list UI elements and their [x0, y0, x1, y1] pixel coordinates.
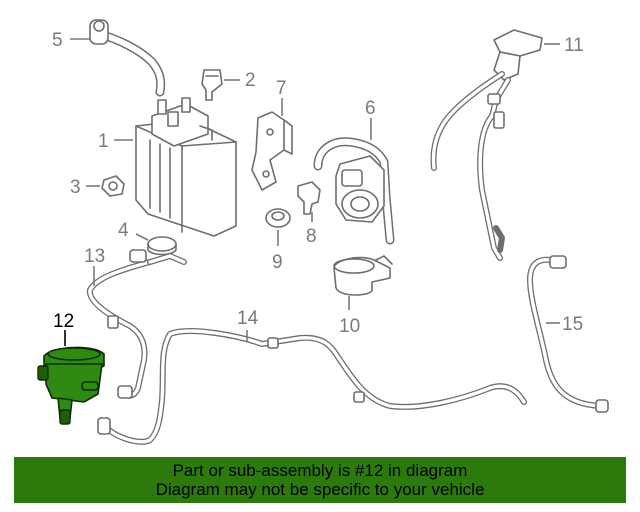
callout-14[interactable]: 14 — [237, 308, 259, 329]
part-15-tube[interactable] — [527, 255, 609, 413]
callout-9[interactable]: 9 — [272, 252, 283, 273]
banner-line-2: Diagram may not be specific to your vehi… — [155, 480, 485, 499]
banner-line-1: Part or sub-assembly is #12 in diagram — [172, 461, 468, 480]
part-12-vent-valve[interactable] — [37, 346, 105, 425]
callout-11[interactable]: 11 — [564, 35, 584, 56]
part-5-hose[interactable] — [89, 19, 166, 97]
highlight-banner: Part or sub-assembly is #12 in diagram D… — [14, 457, 626, 503]
leader-4 — [135, 233, 149, 241]
part-14-tube[interactable] — [97, 328, 527, 445]
part-9-grommet[interactable] — [265, 208, 291, 228]
part-4-cap[interactable] — [147, 236, 177, 256]
parts-diagram: 5 2 1 3 4 7 — [37, 19, 609, 445]
part-7-bracket[interactable] — [251, 111, 293, 191]
part-10-filter[interactable] — [333, 255, 393, 296]
callout-15[interactable]: 15 — [562, 314, 583, 335]
callout-2[interactable]: 2 — [245, 70, 256, 91]
callout-1[interactable]: 1 — [98, 131, 109, 152]
callout-8[interactable]: 8 — [306, 226, 317, 247]
callout-4[interactable]: 4 — [118, 220, 129, 241]
part-8-connector[interactable] — [297, 181, 321, 215]
callout-3[interactable]: 3 — [70, 177, 81, 198]
callout-5[interactable]: 5 — [52, 30, 63, 51]
part-11-tube-assembly[interactable] — [430, 29, 543, 261]
part-3-nut[interactable] — [101, 175, 125, 197]
callout-7[interactable]: 7 — [276, 78, 287, 99]
part-1-canister[interactable] — [135, 97, 237, 237]
part-6-valve[interactable] — [313, 137, 395, 245]
callout-13[interactable]: 13 — [84, 246, 105, 267]
part-2-connector[interactable] — [201, 69, 223, 101]
callout-6[interactable]: 6 — [365, 98, 376, 119]
part-13-tube[interactable] — [87, 249, 187, 399]
callout-12[interactable]: 12 — [53, 311, 74, 332]
callout-10[interactable]: 10 — [339, 316, 360, 337]
